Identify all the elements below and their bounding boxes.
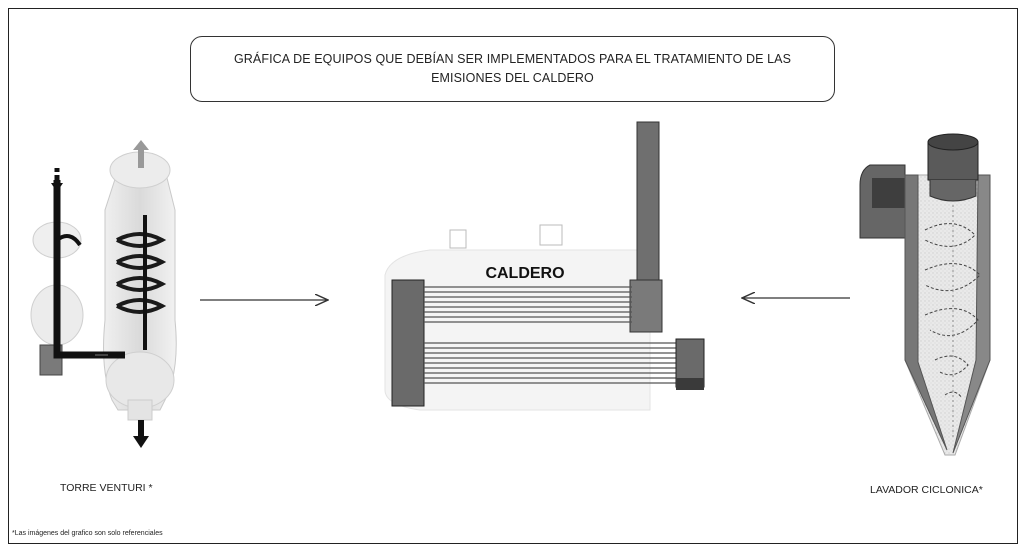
caldero-label: CALDERO (485, 265, 564, 282)
lavador-label: LAVADOR CICLONICA* (870, 484, 983, 496)
venturi-label: TORRE VENTURI * (60, 482, 153, 494)
title-box: GRÁFICA DE EQUIPOS QUE DEBÍAN SER IMPLEM… (190, 36, 835, 102)
venturi-tower-illustration (30, 140, 177, 448)
lavador-ciclonico-illustration (859, 133, 991, 456)
footnote: *Las imágenes del grafico son solo refer… (12, 530, 163, 537)
caldero-illustration (384, 121, 705, 411)
diagram-title: GRÁFICA DE EQUIPOS QUE DEBÍAN SER IMPLEM… (233, 52, 792, 85)
